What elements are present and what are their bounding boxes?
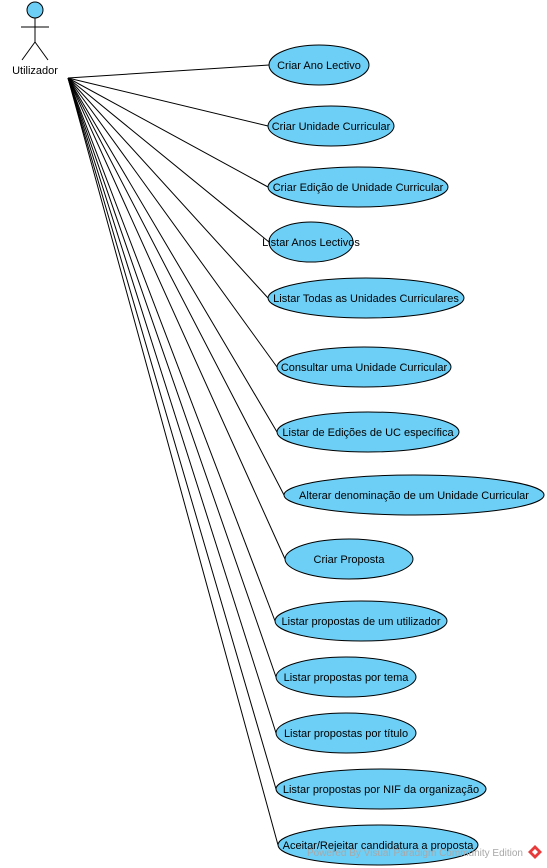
- use-case-label: Criar Ano Lectivo: [277, 60, 361, 72]
- watermark-text: Powered By Visual Paradigm Community Edi…: [307, 848, 523, 859]
- use-case-label: Listar propostas por NIF da organização: [283, 784, 479, 796]
- use-case-ellipse: [284, 538, 414, 580]
- association-line: [67, 77, 278, 433]
- use-case-ellipse: [283, 474, 545, 516]
- use-case-ellipse: [274, 600, 448, 642]
- use-case-label: Listar propostas de um utilizador: [282, 616, 441, 628]
- use-case-ellipse: [276, 411, 460, 453]
- use-case-ellipse: [267, 166, 449, 208]
- actor-name: Utilizador: [12, 65, 58, 77]
- visual-paradigm-logo-icon: [528, 845, 542, 859]
- association-line: [67, 64, 270, 79]
- association-line: [67, 77, 278, 368]
- actor-right-leg: [34, 41, 49, 61]
- use-case[interactable]: Listar propostas por título: [275, 712, 417, 754]
- association-line: [67, 77, 286, 560]
- actor-utilizador[interactable]: Utilizador: [12, 1, 58, 77]
- use-case-label: Alterar denominação de um Unidade Curric…: [299, 490, 529, 502]
- use-case-label: Aceitar/Rejeitar candidatura a proposta: [283, 840, 475, 852]
- use-case-ellipse: [267, 277, 465, 319]
- use-case[interactable]: Criar Edição de Unidade Curricular: [267, 166, 449, 208]
- use-case-ellipse: [275, 712, 417, 754]
- use-case[interactable]: Listar propostas de um utilizador: [274, 600, 448, 642]
- use-case-label: Listar Todas as Unidades Curriculares: [273, 293, 459, 305]
- use-case[interactable]: Listar propostas por tema: [275, 656, 417, 698]
- use-case[interactable]: Aceitar/Rejeitar candidatura a proposta: [277, 824, 479, 866]
- association-line: [67, 77, 277, 734]
- use-case[interactable]: Criar Unidade Curricular: [267, 105, 395, 147]
- use-case[interactable]: Listar de Edições de UC específica: [276, 411, 460, 453]
- use-case-label: Criar Unidade Curricular: [272, 121, 391, 133]
- use-case-label: Listar Anos Lectivos: [262, 237, 360, 249]
- use-case-label: Criar Proposta: [314, 554, 386, 566]
- use-case-label: Listar propostas por tema: [284, 672, 410, 684]
- use-case-ellipse: [277, 824, 479, 866]
- association-line: [67, 77, 285, 496]
- use-case-label: Listar propostas por título: [284, 728, 408, 740]
- association-line: [67, 77, 279, 846]
- use-case[interactable]: Consultar uma Unidade Curricular: [276, 346, 452, 388]
- association-line: [67, 77, 270, 243]
- association-line: [67, 77, 277, 790]
- use-case[interactable]: Alterar denominação de um Unidade Curric…: [283, 474, 545, 516]
- watermark: Powered By Visual Paradigm Community Edi…: [307, 845, 542, 859]
- use-case[interactable]: Listar propostas por NIF da organização: [275, 768, 487, 810]
- use-case-ellipse: [268, 221, 354, 263]
- use-case[interactable]: Listar Anos Lectivos: [262, 221, 360, 263]
- use-case-label: Consultar uma Unidade Curricular: [281, 362, 448, 374]
- use-case-label: Listar de Edições de UC específica: [282, 427, 454, 439]
- use-case-ellipse: [268, 44, 370, 86]
- actor-head: [26, 1, 44, 19]
- use-case-ellipse: [275, 768, 487, 810]
- associations: [67, 64, 286, 846]
- use-case[interactable]: Listar Todas as Unidades Curriculares: [267, 277, 465, 319]
- actor-left-leg: [21, 41, 36, 61]
- association-line: [67, 77, 269, 188]
- use-case[interactable]: Criar Proposta: [284, 538, 414, 580]
- use-case-ellipse: [267, 105, 395, 147]
- association-line: [67, 77, 276, 622]
- association-line: [67, 77, 269, 127]
- association-line: [67, 77, 277, 678]
- use-case-ellipse: [275, 656, 417, 698]
- use-case[interactable]: Criar Ano Lectivo: [268, 44, 370, 86]
- use-case-label: Criar Edição de Unidade Curricular: [273, 182, 444, 194]
- association-line: [67, 77, 269, 299]
- use-case-ellipse: [276, 346, 452, 388]
